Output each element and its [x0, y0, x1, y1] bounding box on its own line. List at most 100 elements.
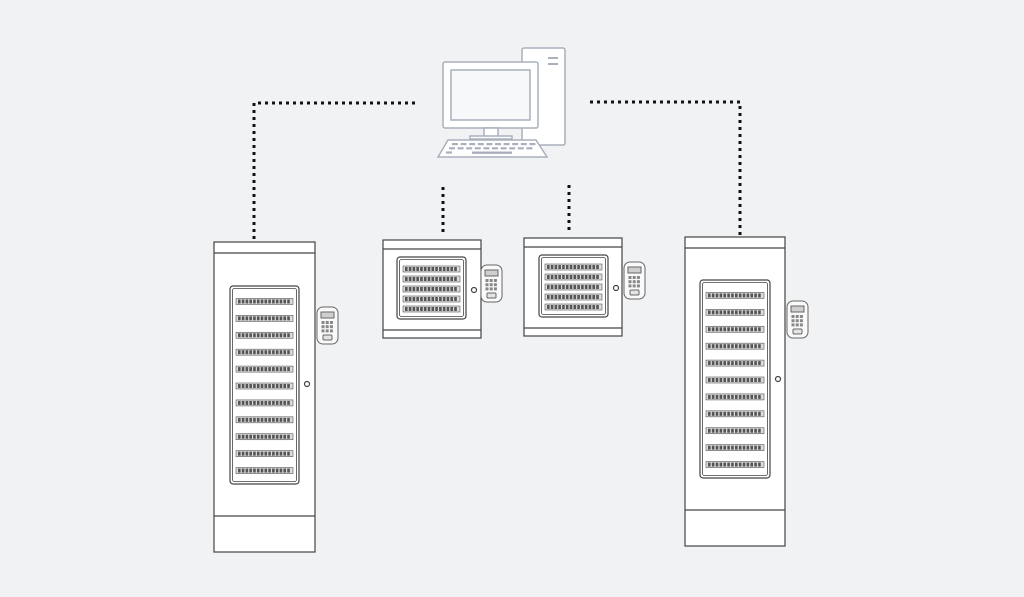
- key-slot: [727, 428, 730, 433]
- key-slot: [735, 310, 738, 315]
- key-slot: [738, 361, 742, 366]
- key-slot: [279, 451, 283, 456]
- key-slot: [738, 378, 742, 382]
- key-slot: [565, 305, 569, 309]
- key-slot: [256, 333, 260, 338]
- key-slot: [711, 361, 715, 366]
- reader-key: [799, 319, 803, 323]
- key-slot: [550, 285, 554, 289]
- key-slot: [408, 297, 412, 301]
- key-slot: [450, 277, 454, 281]
- key-slot: [742, 378, 746, 382]
- key-slot: [558, 265, 561, 269]
- key-slot: [256, 316, 260, 321]
- reader-key: [325, 325, 329, 329]
- key-slot: [442, 297, 446, 301]
- key-slot: [238, 468, 241, 473]
- key-slot: [238, 367, 241, 372]
- key-slot: [268, 434, 271, 439]
- key-slot: [727, 310, 730, 315]
- key-slot: [754, 344, 757, 349]
- key-slot: [754, 462, 757, 467]
- key-slot: [758, 310, 761, 315]
- key-slot: [550, 265, 554, 269]
- key-slot: [577, 305, 580, 309]
- key-slot: [723, 428, 727, 433]
- key-slot: [554, 305, 558, 309]
- keyboard-key: [446, 151, 452, 154]
- key-slot: [272, 299, 275, 304]
- key-cabinet-large-left: [213, 241, 339, 553]
- key-slot: [279, 367, 283, 372]
- key-slot: [592, 295, 596, 299]
- key-slot: [742, 293, 746, 298]
- key-slot: [272, 333, 275, 338]
- key-slot: [727, 344, 730, 349]
- key-slot-row: [705, 376, 765, 384]
- key-slot: [735, 293, 738, 298]
- key-slot: [287, 434, 290, 439]
- keyboard-key: [477, 143, 484, 146]
- key-slot: [727, 327, 730, 332]
- key-slot: [253, 367, 256, 372]
- key-slot: [416, 307, 419, 311]
- key-slot: [431, 287, 435, 291]
- key-slot: [283, 333, 287, 338]
- keyboard-key: [449, 147, 455, 150]
- key-slot: [420, 287, 423, 291]
- reader-key: [321, 325, 325, 329]
- key-slot: [241, 367, 245, 372]
- key-slot: [558, 295, 561, 299]
- key-slot: [565, 295, 569, 299]
- key-slot: [731, 361, 734, 366]
- key-slot: [268, 451, 271, 456]
- key-slot: [272, 468, 275, 473]
- key-slot: [727, 445, 730, 450]
- key-slot: [735, 445, 738, 450]
- key-slot: [746, 344, 750, 349]
- key-slot: [738, 293, 742, 298]
- key-slot: [256, 434, 260, 439]
- key-slot: [742, 361, 746, 366]
- key-slot: [723, 378, 727, 382]
- key-slot: [260, 400, 264, 405]
- key-slot: [565, 285, 569, 289]
- key-slot: [287, 350, 290, 355]
- reader-key: [485, 287, 489, 291]
- key-slot: [554, 295, 558, 299]
- keyboard-key: [500, 147, 507, 150]
- key-slot: [723, 310, 727, 315]
- key-slot: [731, 327, 734, 332]
- keyboard-key: [466, 147, 473, 150]
- key-slot: [405, 267, 408, 271]
- key-slot: [253, 400, 256, 405]
- key-slot: [581, 305, 584, 309]
- key-slot: [719, 462, 723, 467]
- key-slot: [260, 434, 264, 439]
- key-slot: [287, 299, 290, 304]
- reader-key: [632, 284, 636, 288]
- key-slot: [249, 384, 252, 388]
- key-slot: [283, 417, 287, 422]
- key-slot: [573, 275, 577, 279]
- monitor-screen: [450, 69, 531, 121]
- key-slot-row: [544, 283, 603, 291]
- key-slot: [738, 445, 742, 450]
- key-slot: [711, 310, 715, 315]
- key-slot: [256, 384, 260, 388]
- key-slot: [283, 367, 287, 372]
- key-slot: [742, 445, 746, 450]
- cabinet-window-inner: [232, 288, 297, 482]
- key-slot-row: [235, 433, 294, 441]
- key-slot: [727, 378, 730, 382]
- key-slot: [715, 445, 719, 450]
- key-slot: [550, 305, 554, 309]
- key-slot: [731, 428, 734, 433]
- key-slot: [708, 378, 711, 382]
- key-slot: [719, 428, 723, 433]
- key-slot: [719, 378, 723, 382]
- key-slot: [268, 400, 271, 405]
- key-slot: [584, 275, 588, 279]
- key-slot: [454, 287, 457, 291]
